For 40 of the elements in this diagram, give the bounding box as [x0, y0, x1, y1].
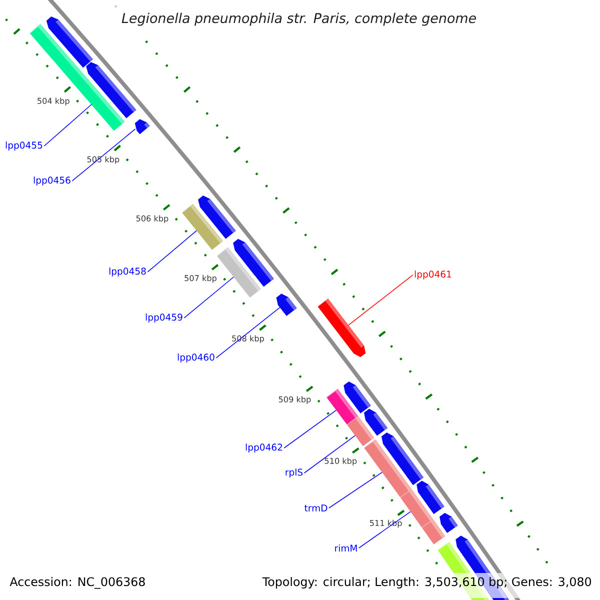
leader-line [348, 274, 414, 326]
gene-label: lpp0459 [146, 314, 182, 322]
gene-label: lpp0455 [6, 142, 42, 150]
gene-label: trmD [304, 504, 328, 512]
tick-label: 506 kbp [136, 215, 168, 223]
tick-label: 504 kbp [38, 98, 70, 106]
gene-label: lpp0458 [109, 268, 146, 276]
pointed-bar [233, 238, 274, 287]
tick-label: 510 kbp [324, 458, 357, 466]
gene-label: rplS [286, 468, 303, 478]
footer-text: Accession: NC_006368 [10, 576, 145, 589]
pointed-bar [440, 512, 458, 533]
pointed-bar [364, 408, 388, 436]
leader-line [147, 230, 197, 272]
pointed-bar [198, 195, 236, 239]
gene-label: lpp0462 [246, 444, 282, 452]
pointed-bar [276, 294, 297, 316]
gene-label: rimM [335, 544, 357, 552]
title: Legionella pneumophila str. Paris, complete genome [122, 12, 476, 26]
gene-label: lpp0456 [34, 176, 70, 186]
leader-line [44, 104, 92, 146]
tick-label: 509 kbp [278, 396, 311, 404]
gene-label: lpp0461 [414, 270, 452, 280]
leader-line [358, 511, 411, 548]
leader-line [184, 276, 234, 318]
pointed-bar [344, 382, 371, 414]
gene-label: lpp0460 [178, 354, 214, 362]
pointed-bar [381, 432, 424, 486]
pointed-bar [134, 119, 150, 134]
leader-line [216, 307, 280, 358]
leader-line [304, 435, 356, 474]
pointed-bar [46, 16, 93, 68]
pointed-bar [318, 298, 366, 358]
leader-line [284, 410, 337, 448]
leader-line [328, 472, 382, 508]
tick-label: 507 kbp [184, 274, 216, 283]
pointed-bar [86, 62, 136, 118]
footer-text: Topology: circular; Length: 3,503,610 bp; Genes: 3,080 [262, 576, 592, 588]
pointed-bar [416, 480, 444, 514]
leader-line [72, 128, 136, 182]
